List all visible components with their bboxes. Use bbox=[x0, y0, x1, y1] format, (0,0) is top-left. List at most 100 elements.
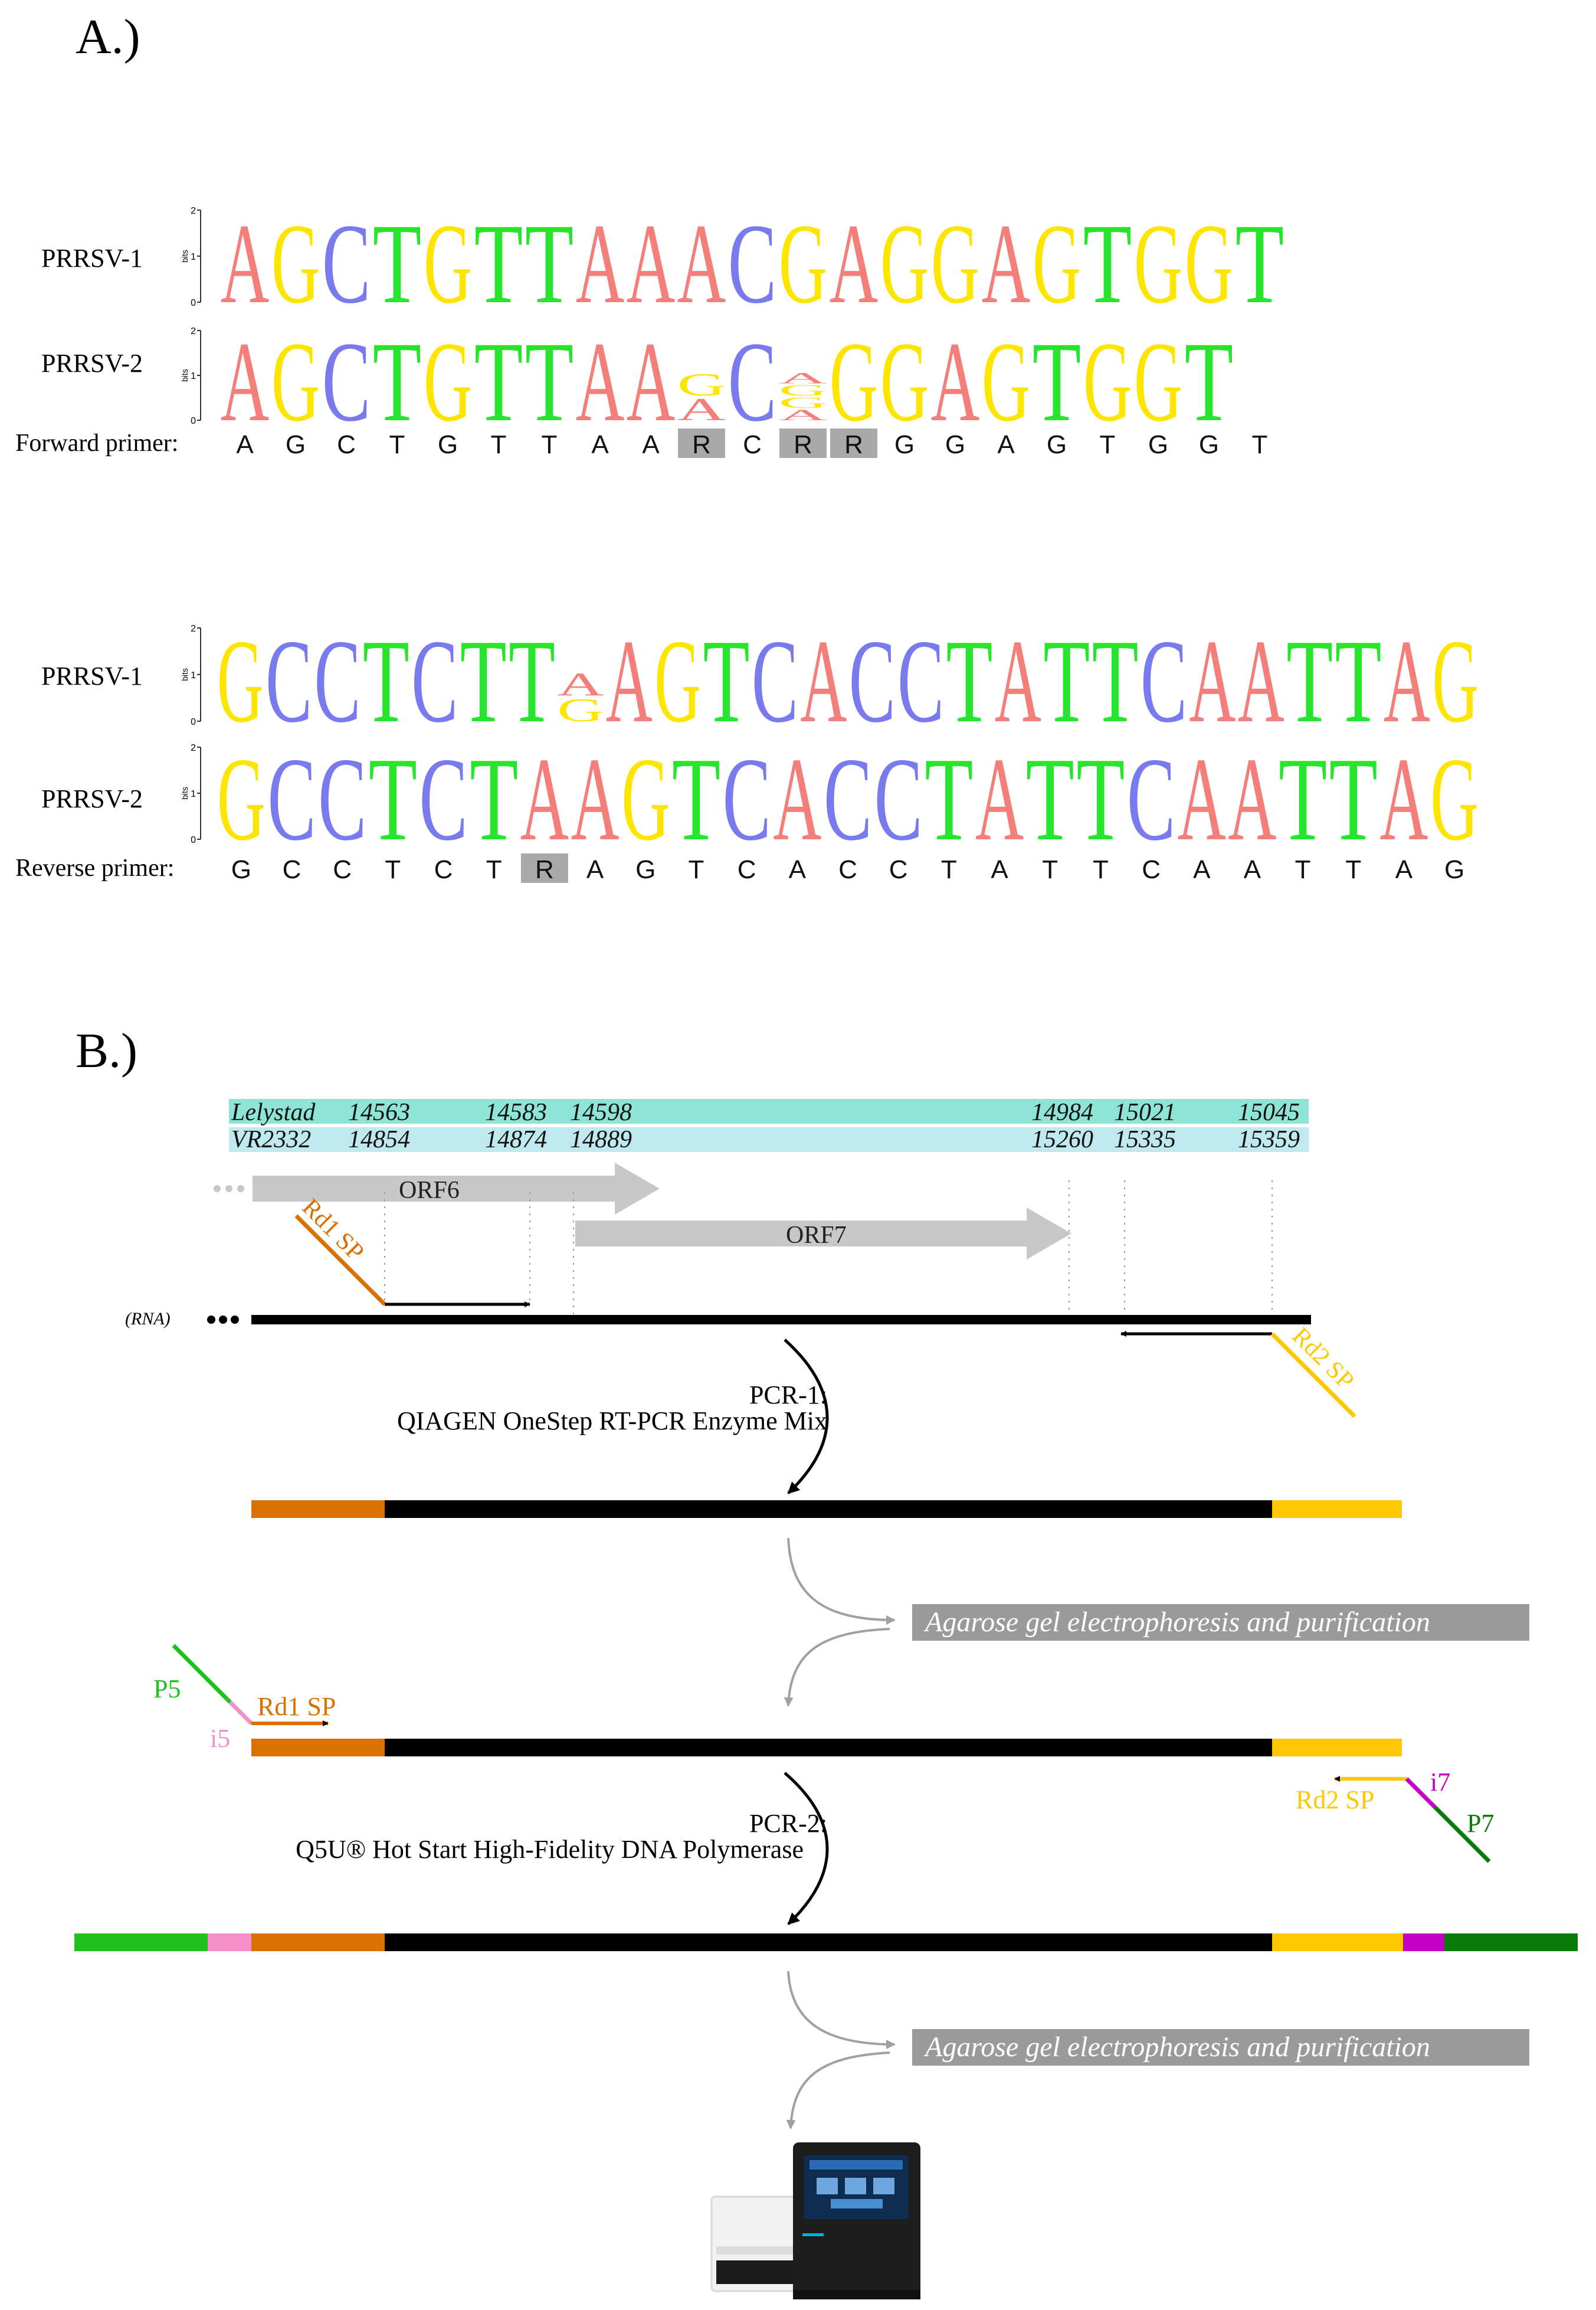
logo-letter: G bbox=[1134, 201, 1183, 328]
lelystad-pos-5: 15021 bbox=[1114, 1099, 1176, 1126]
i5-label: i5 bbox=[210, 1724, 230, 1753]
rd1-tail bbox=[294, 1214, 386, 1306]
primer-base: A bbox=[236, 430, 254, 459]
logo-letter: G bbox=[1430, 732, 1479, 865]
logo-letter: G bbox=[982, 319, 1031, 446]
logo-letter: G bbox=[880, 201, 929, 328]
primer-base: C bbox=[333, 855, 352, 884]
lelystad-pos-3: 14598 bbox=[570, 1099, 632, 1126]
vr2332-pos-1: 14854 bbox=[348, 1126, 410, 1153]
logo-letter: A bbox=[576, 319, 625, 446]
logo-axis-tick-label: 0 bbox=[191, 717, 196, 727]
logo-letter: C bbox=[419, 732, 467, 865]
logo-letter: A bbox=[571, 732, 619, 865]
orf7-arrow bbox=[575, 1208, 1071, 1259]
logo-letter: A bbox=[773, 732, 821, 865]
forward-primer-label: Forward primer: bbox=[15, 430, 178, 457]
logo-letter: C bbox=[728, 319, 777, 446]
logo-letter: G bbox=[217, 732, 266, 865]
primer-degenerate-highlight bbox=[779, 428, 827, 458]
lelystad-name: Lelystad bbox=[231, 1099, 316, 1126]
pcr1-enzyme: QIAGEN OneStep RT-PCR Enzyme Mix bbox=[397, 1406, 827, 1435]
pcr2-template-rd1 bbox=[251, 1739, 385, 1756]
logo-letter: T bbox=[474, 201, 523, 328]
pcr2-template-insert bbox=[385, 1739, 1272, 1756]
logo-axis-tick-label: 1 bbox=[191, 670, 196, 680]
purification-1-box bbox=[912, 1604, 1529, 1641]
primer-base: T bbox=[1295, 855, 1311, 884]
logo-axis-unit: bits bbox=[180, 250, 189, 263]
logo-axis-tick-label: 0 bbox=[191, 835, 196, 845]
primer-base: T bbox=[1252, 430, 1268, 459]
i7-tail bbox=[1405, 1777, 1437, 1809]
primer-base: G bbox=[945, 430, 965, 459]
vr2332-pos-6: 15359 bbox=[1238, 1126, 1300, 1153]
logo-letter: A bbox=[627, 319, 676, 446]
logo-letter: T bbox=[363, 614, 409, 747]
primer-base: T bbox=[385, 855, 401, 884]
logo-letter: T bbox=[1235, 201, 1284, 328]
logo-letter: A bbox=[606, 614, 653, 747]
logo-letter: A bbox=[779, 407, 828, 424]
logo-letter: T bbox=[525, 319, 574, 446]
lelystad-band bbox=[229, 1099, 1309, 1124]
primer-base: A bbox=[997, 430, 1015, 459]
primer-degenerate-highlight bbox=[830, 428, 877, 458]
logo-letter: A bbox=[677, 201, 726, 328]
logo-letter: G bbox=[1185, 201, 1234, 328]
vr2332-band bbox=[229, 1127, 1309, 1152]
logo-letter: C bbox=[849, 614, 896, 747]
logo-letter: T bbox=[1185, 319, 1234, 446]
lelystad-pos-6: 15045 bbox=[1238, 1099, 1300, 1126]
logo-letter: A bbox=[995, 614, 1041, 747]
logo-letter: C bbox=[322, 201, 371, 328]
logo-letter: A bbox=[1379, 732, 1428, 865]
logo-letter: C bbox=[874, 732, 923, 865]
primer-base: C bbox=[738, 855, 756, 884]
lelystad-pos-4: 14984 bbox=[1031, 1099, 1093, 1126]
logo-letter: G bbox=[1083, 319, 1132, 446]
logo-letter: C bbox=[752, 614, 798, 747]
purification-2-box bbox=[912, 2029, 1529, 2066]
logo-letter: C bbox=[728, 201, 777, 328]
logo-letter: G bbox=[621, 732, 670, 865]
logo-letter: T bbox=[460, 614, 507, 747]
primer-base: R bbox=[844, 430, 863, 459]
pcr1-product-rd1 bbox=[251, 1500, 385, 1518]
logo-letter: A bbox=[1384, 614, 1430, 747]
logo-letter: C bbox=[322, 319, 371, 446]
row-label-fwd-1: PRRSV-1 bbox=[41, 244, 143, 273]
primer-base: T bbox=[389, 430, 405, 459]
orf6-dot-3 bbox=[237, 1185, 244, 1192]
logo-axis-unit: bits bbox=[180, 668, 189, 681]
logo-letter: C bbox=[824, 732, 872, 865]
logo-letter: A bbox=[931, 319, 980, 446]
logo-letter: A bbox=[779, 369, 828, 387]
pcr2-curved-arrow bbox=[784, 1772, 829, 1925]
rna-label: (RNA) bbox=[125, 1309, 171, 1329]
logo-letter: A bbox=[1228, 732, 1276, 865]
purification-1-arrow-in bbox=[787, 1537, 896, 1625]
lelystad-pos-1: 14563 bbox=[348, 1099, 410, 1126]
primer-base: T bbox=[1093, 855, 1109, 884]
pcr1-curved-arrow bbox=[784, 1339, 829, 1494]
pcr2-title: PCR-2: bbox=[749, 1809, 827, 1838]
logo-letter: T bbox=[946, 614, 992, 747]
logo-letter: T bbox=[525, 201, 574, 328]
logo-letter: A bbox=[800, 614, 847, 747]
primer-base: C bbox=[434, 855, 453, 884]
purification-1-label: Agarose gel electrophoresis and purifica… bbox=[923, 1606, 1430, 1638]
logo-letter: T bbox=[373, 319, 422, 446]
primer-base: C bbox=[1142, 855, 1161, 884]
logo-letter: G bbox=[424, 201, 473, 328]
primer-base: T bbox=[941, 855, 957, 884]
logo-letter: T bbox=[509, 614, 555, 747]
logo-letter: G bbox=[271, 319, 320, 446]
primer-base: T bbox=[491, 430, 507, 459]
primer-base: T bbox=[1100, 430, 1116, 459]
library-rd1 bbox=[251, 1933, 385, 1951]
